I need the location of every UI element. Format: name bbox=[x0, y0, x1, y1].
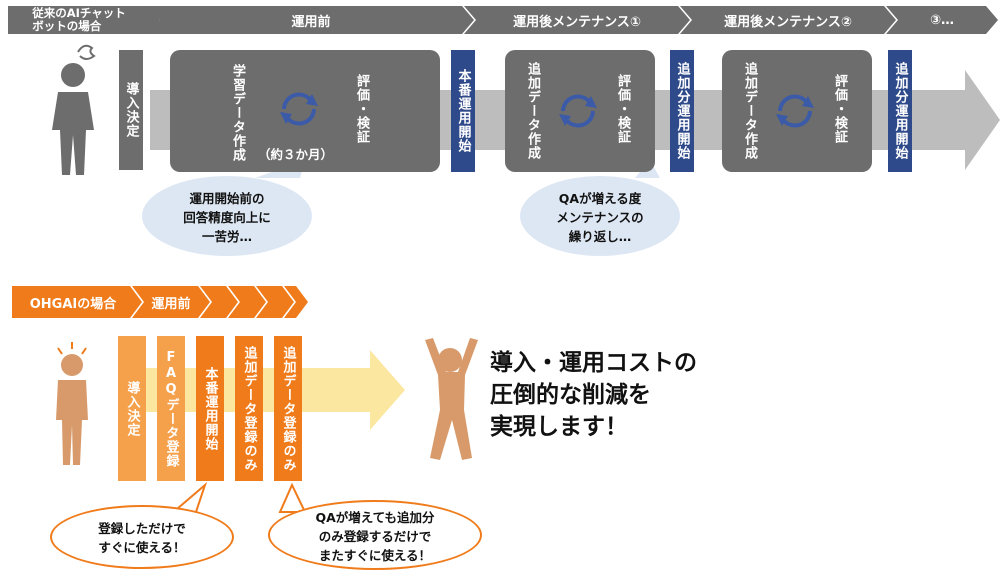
launch-box: 本番運用開始 bbox=[451, 50, 475, 172]
ohgai-phase-chevron bbox=[132, 286, 210, 318]
worried-person-icon bbox=[52, 44, 96, 175]
decision-box: 導入決定 bbox=[119, 50, 143, 170]
concern-bubble-2: QAが増える度 メンテナンスの 繰り返し… bbox=[520, 176, 680, 256]
ohgai-chevron bbox=[284, 286, 308, 318]
thinking-person-icon bbox=[56, 354, 88, 465]
cycle-icon bbox=[559, 94, 597, 128]
phase-label-3: 運用後メンテナンス② bbox=[724, 14, 852, 30]
phase-label-4: ③… bbox=[929, 12, 954, 28]
phase-chevron-3 bbox=[680, 6, 896, 34]
launch-3-box: 追加分運用開始 bbox=[888, 50, 912, 172]
phase-chevron-2 bbox=[464, 6, 690, 34]
celebrating-person-icon bbox=[425, 338, 478, 460]
ohgai-step-faq: FAQデータ登録 bbox=[157, 336, 185, 481]
cycle-icon bbox=[280, 92, 318, 126]
phase-chevron-1 bbox=[148, 6, 474, 34]
ohgai-header-chevron bbox=[12, 286, 142, 318]
conventional-header: 従来のAIチャット ボットの場合 bbox=[32, 6, 126, 33]
phase-label-1: 運用前 bbox=[291, 14, 331, 30]
ohgai-step-add-1: 追加データ登録のみ bbox=[235, 336, 263, 481]
stage-2-left-label: 追加データ作成 bbox=[525, 62, 540, 160]
ohgai-chevron bbox=[200, 286, 238, 318]
stage-3-left-label: 追加データ作成 bbox=[742, 62, 757, 160]
stage-3-box: 追加データ作成 評価・検証 bbox=[722, 50, 872, 172]
ohgai-phase-label: 運用前 bbox=[151, 296, 191, 312]
sparkle-icon bbox=[57, 342, 87, 355]
bubble-tail bbox=[278, 482, 307, 513]
benefit-bubble-1: 登録しただけで すぐに使える！ bbox=[50, 505, 234, 569]
stage-1-duration: （約３か月） bbox=[258, 147, 334, 162]
ohgai-header: OHGAIの場合 bbox=[29, 296, 117, 312]
result-message: 導入・運用コストの 圧倒的な削減を 実現します！ bbox=[490, 350, 697, 440]
ohgai-step-decision: 導入決定 bbox=[118, 336, 146, 481]
stage-1-box: 学習データ作成 評価・検証 （約３か月） bbox=[170, 50, 440, 172]
phase-label-2: 運用後メンテナンス① bbox=[513, 14, 641, 30]
ohgai-chevron bbox=[256, 286, 294, 318]
benefit-bubble-2: QAが増えても追加分 のみ登録するだけで またすぐに使える！ bbox=[268, 500, 482, 570]
ohgai-step-launch: 本番運用開始 bbox=[196, 336, 224, 481]
stage-1-left-label: 学習データ作成 bbox=[230, 64, 245, 162]
header-chevron bbox=[8, 6, 160, 34]
concern-bubble-1: 運用開始前の 回答精度向上に 一苦労… bbox=[142, 176, 312, 256]
stage-2-right-label: 評価・検証 bbox=[615, 74, 630, 144]
stage-1-right-label: 評価・検証 bbox=[354, 74, 369, 144]
cycle-icon bbox=[776, 94, 814, 128]
ohgai-chevron bbox=[228, 286, 266, 318]
launch-2-box: 追加分運用開始 bbox=[670, 50, 694, 172]
phase-chevron-4 bbox=[886, 6, 998, 34]
stage-2-box: 追加データ作成 評価・検証 bbox=[505, 50, 655, 172]
ohgai-step-add-2: 追加データ登録のみ bbox=[274, 336, 302, 481]
stage-3-right-label: 評価・検証 bbox=[832, 74, 847, 144]
